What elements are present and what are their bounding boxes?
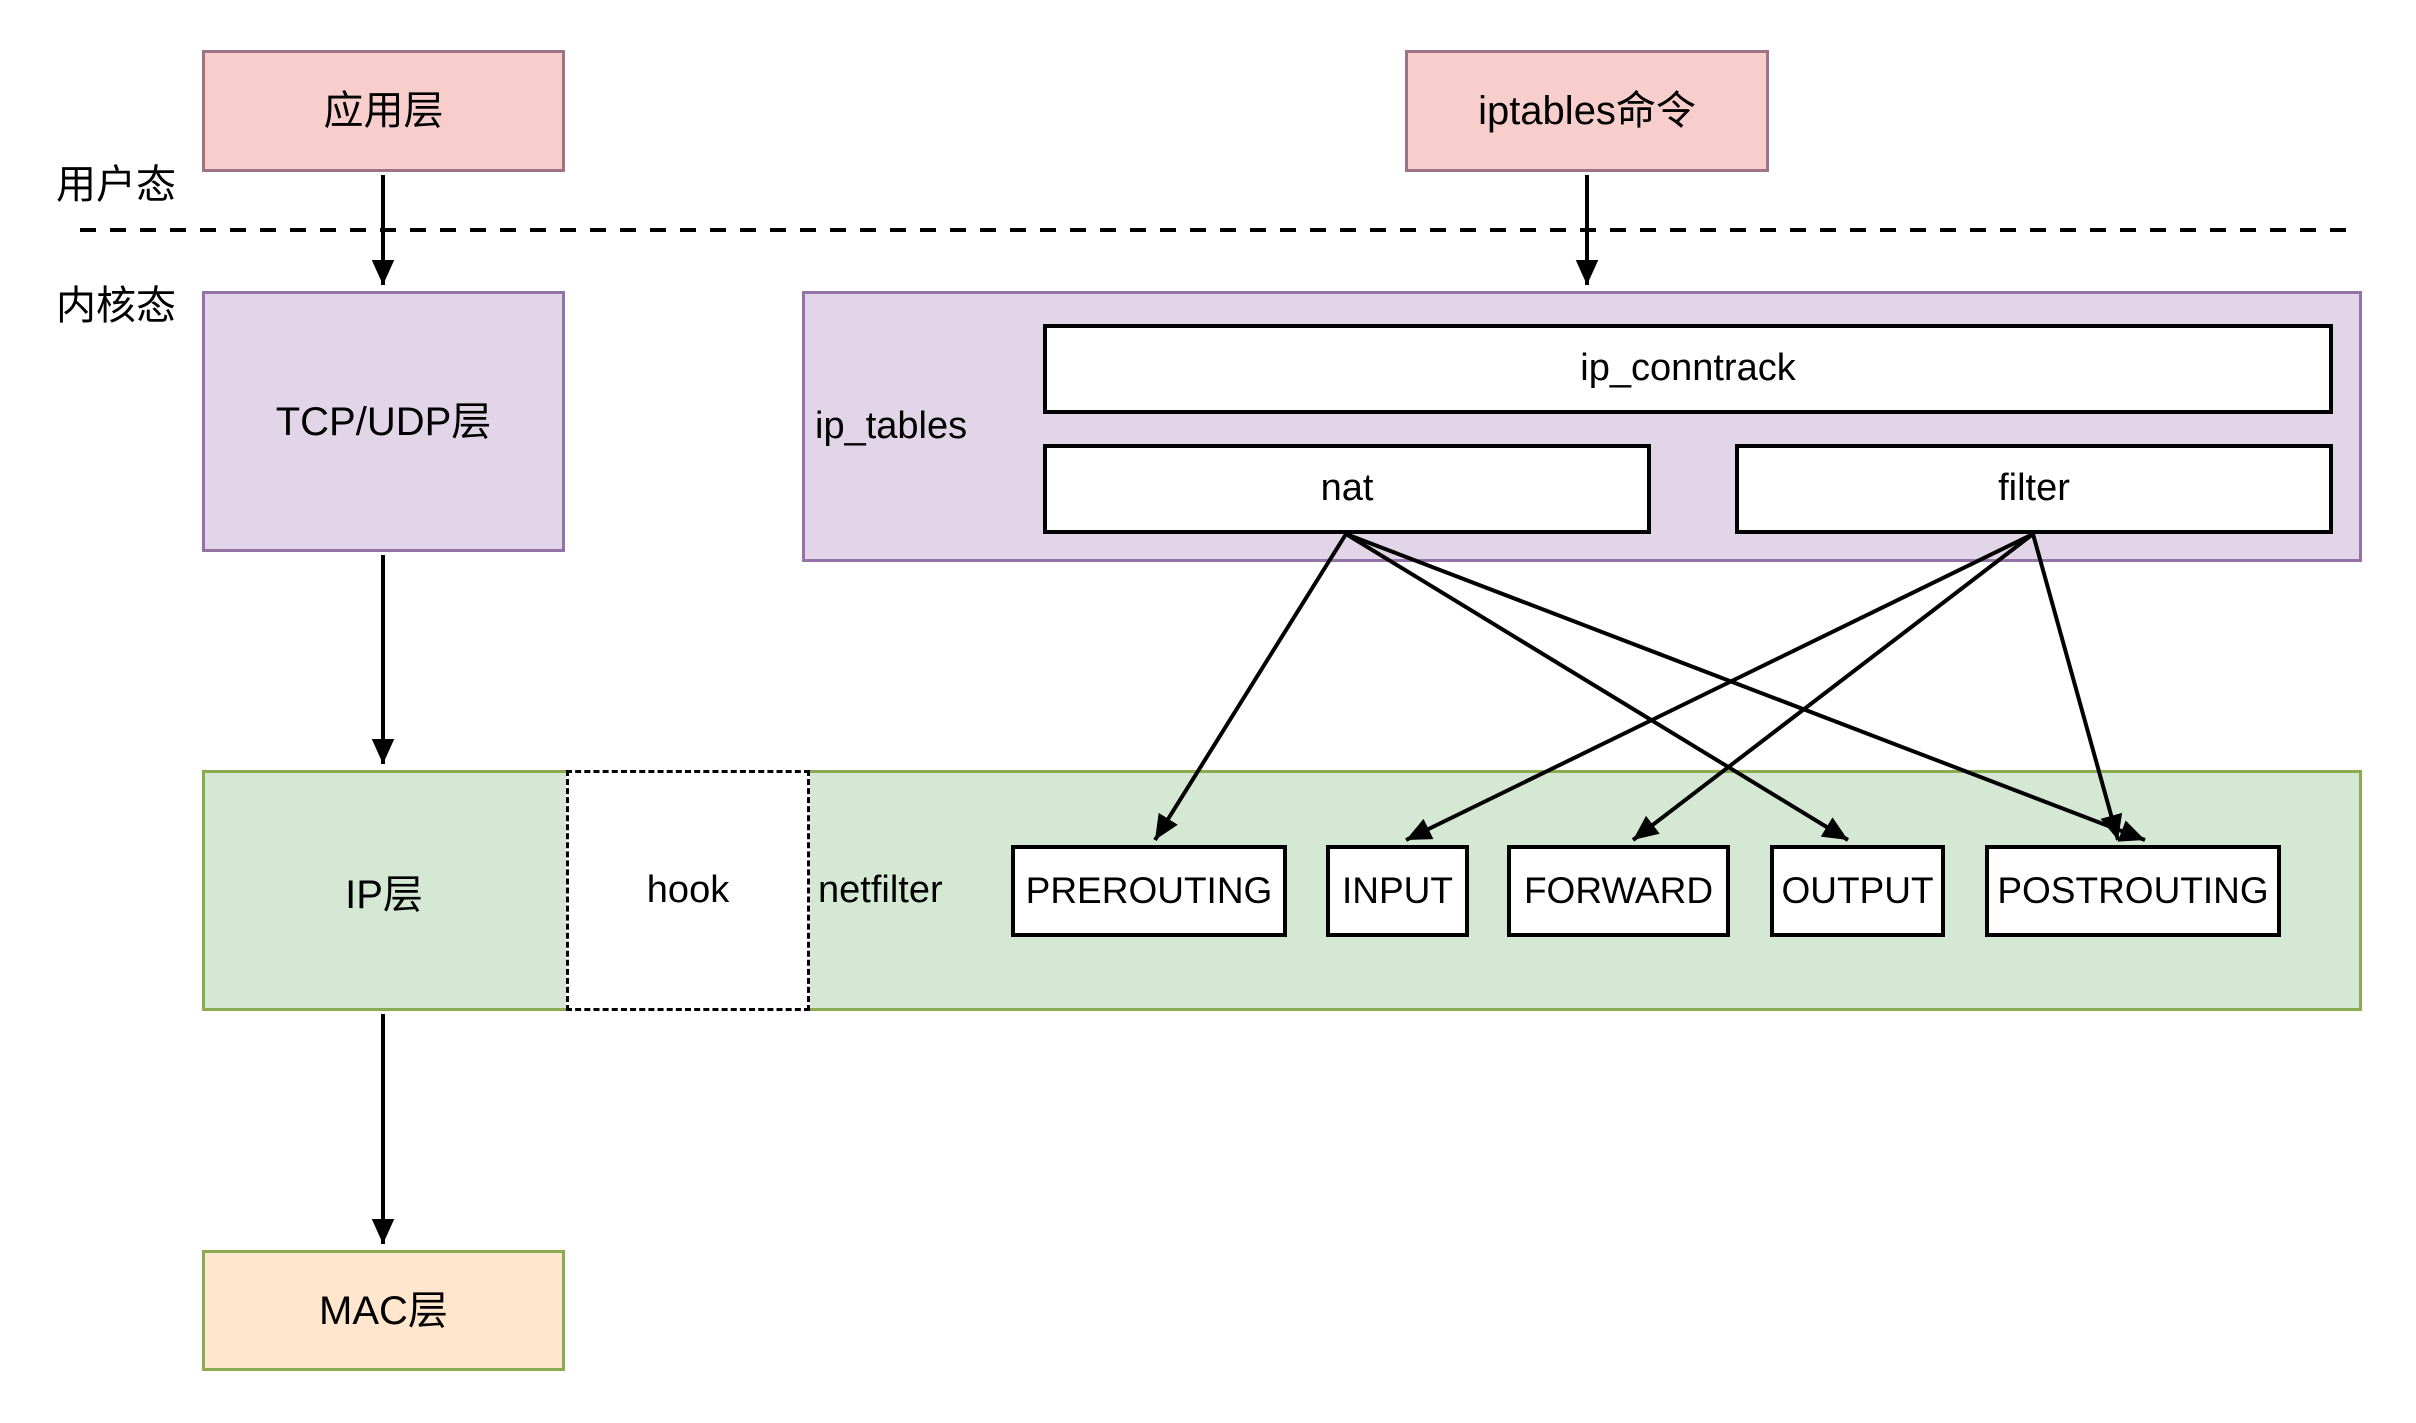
ip-conntrack-box: ip_conntrack — [1043, 324, 2333, 414]
chain-output-box: OUTPUT — [1770, 845, 1945, 937]
kernel-mode-label: 内核态 — [56, 284, 176, 328]
chain-prerouting-box: PREROUTING — [1011, 845, 1287, 937]
ip-tables-label: ip_tables — [815, 404, 968, 447]
user-mode-label: 用户态 — [56, 163, 176, 207]
chain-input-box: INPUT — [1326, 845, 1469, 937]
tcp-udp-layer-box: TCP/UDP层 — [202, 291, 565, 552]
ip-layer-label: IP层 — [345, 872, 423, 917]
app-layer-box: 应用层 — [202, 50, 565, 172]
mac-layer-box: MAC层 — [202, 1250, 565, 1371]
hook-box: hook — [566, 770, 810, 1011]
nat-table-box: nat — [1043, 444, 1651, 534]
netfilter-label: netfilter — [818, 869, 943, 911]
iptables-command-box: iptables命令 — [1405, 50, 1769, 172]
chain-forward-box: FORWARD — [1507, 845, 1730, 937]
chain-postrouting-box: POSTROUTING — [1985, 845, 2281, 937]
ip-tables-container: ip_tables ip_conntrack nat filter — [802, 291, 2362, 562]
filter-table-box: filter — [1735, 444, 2333, 534]
